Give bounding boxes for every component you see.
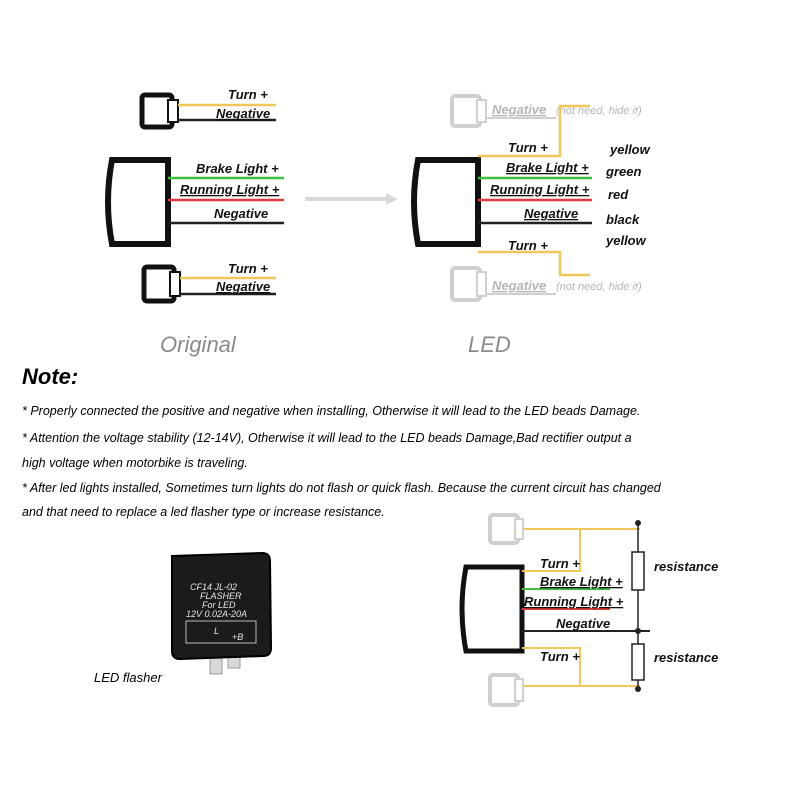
resistor-1-icon <box>631 551 645 591</box>
original-brake-label: Brake Light + <box>196 161 279 176</box>
led-turn-bottom-wire <box>478 250 590 277</box>
color-yellow-top: yellow <box>609 142 651 157</box>
resistor-2-label: resistance <box>654 650 718 665</box>
original-top-turn-label: Turn + <box>228 87 268 102</box>
led-top-hidden-note: (not need, hide it) <box>556 105 642 117</box>
led-bottom-hidden-note: (not need, hide it) <box>556 281 642 293</box>
original-top-negative-label: Negative <box>216 106 270 121</box>
led-top-hidden-bulb: Negative (not need, hide it) <box>450 94 642 128</box>
color-yellow-bottom: yellow <box>605 233 647 248</box>
note-line-4: * After led lights installed, Sometimes … <box>22 481 661 495</box>
res-turn-top-label: Turn + <box>540 556 580 571</box>
original-bottom-negative-label: Negative <box>216 279 270 294</box>
res-running-label: Running Light + <box>524 594 624 609</box>
original-caption: Original <box>160 332 237 357</box>
original-negative-label: Negative <box>214 206 268 221</box>
resistor-2-icon <box>631 643 645 681</box>
note-line-2: * Attention the voltage stability (12-14… <box>22 431 632 445</box>
chip-line-1: CF14 JL-02 <box>190 582 237 592</box>
color-black: black <box>606 212 640 227</box>
led-brake-label: Brake Light + <box>506 160 589 175</box>
led-flasher-chip: CF14 JL-02 FLASHER For LED 12V 0.02A-20A… <box>171 551 273 675</box>
chip-line-3: For LED <box>202 600 236 610</box>
res-negative-label: Negative <box>556 616 610 631</box>
note-line-3: high voltage when motorbike is traveling… <box>22 456 248 470</box>
note-line-5: and that need to replace a led flasher t… <box>22 505 385 519</box>
resistance-diagram: resistance resistance Turn + Brake Light… <box>459 513 718 707</box>
original-main-bulb: Brake Light + Running Light + Negative <box>105 157 284 247</box>
led-turn-top-wire <box>478 104 590 158</box>
led-bottom-hidden-negative-label: Negative <box>492 278 546 293</box>
note-line-1: * Properly connected the positive and ne… <box>22 404 641 418</box>
led-main-bulb: Turn + Brake Light + Running Light + Neg… <box>411 104 651 277</box>
chip-line-4: 12V 0.02A-20A <box>186 609 247 619</box>
resistor-1-label: resistance <box>654 559 718 574</box>
note-title: Note: <box>22 364 79 389</box>
res-brake-label: Brake Light + <box>540 574 623 589</box>
led-bottom-hidden-bulb: Negative (not need, hide it) <box>450 266 642 302</box>
led-turn-bottom-label: Turn + <box>508 238 548 253</box>
led-caption: LED <box>468 332 511 357</box>
original-bottom-turn-label: Turn + <box>228 261 268 276</box>
original-running-label: Running Light + <box>180 182 280 197</box>
led-top-hidden-negative-label: Negative <box>492 102 546 117</box>
led-running-label: Running Light + <box>490 182 590 197</box>
chip-pin-b: +B <box>232 632 243 642</box>
original-bottom-bulb: Turn + Negative <box>141 261 276 304</box>
led-negative-label: Negative <box>524 206 578 221</box>
res-turn-bottom-label: Turn + <box>540 649 580 664</box>
chip-line-2: FLASHER <box>200 591 242 601</box>
arrow-icon <box>305 193 398 205</box>
original-top-bulb: Turn + Negative <box>139 87 276 130</box>
color-green: green <box>605 164 641 179</box>
color-red: red <box>608 187 629 202</box>
led-flasher-label: LED flasher <box>94 670 162 685</box>
led-turn-top-label: Turn + <box>508 140 548 155</box>
chip-pin-l: L <box>214 626 219 636</box>
